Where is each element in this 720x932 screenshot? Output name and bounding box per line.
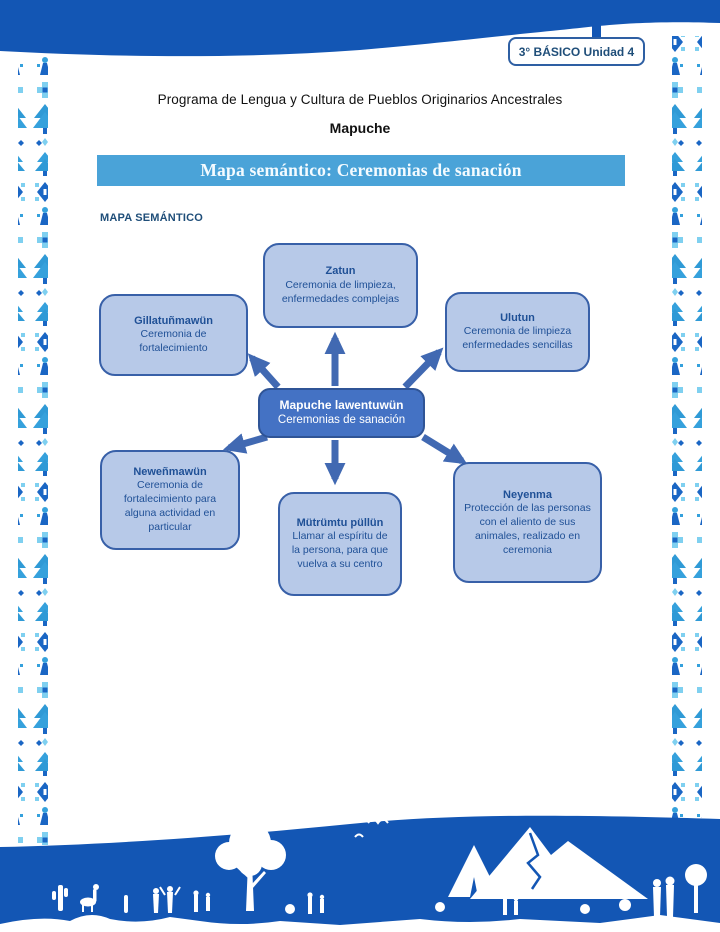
node-body: Ceremonia de fortalecimiento — [139, 328, 208, 355]
landscape-silhouettes — [0, 807, 720, 932]
unit-badge: 3° BÁSICO Unidad 4 — [508, 37, 645, 66]
banner-title: Mapa semántico: Ceremonias de sanación — [200, 160, 522, 180]
center-subtitle: Ceremonias de sanación — [277, 414, 406, 427]
node-title: Zatun — [325, 265, 356, 278]
node-title: Ulutun — [500, 311, 535, 324]
node-title: Neweñmawün — [133, 466, 207, 479]
node-newenmawun: Neweñmawün Ceremonia de fortalecimiento … — [100, 450, 240, 550]
node-zatun: Zatun Ceremonia de limpieza, enfermedade… — [263, 243, 418, 328]
language-title: Mapuche — [329, 120, 391, 136]
arrow-to-newenmawun — [222, 433, 268, 454]
pattern-border-left — [18, 55, 48, 845]
node-mutrumtu-pullun: Mütrümtu püllün Llamar al espíritu de la… — [278, 492, 402, 596]
arrow-to-ulutun — [402, 347, 444, 390]
node-body: Ceremonia de limpieza enfermedades senci… — [462, 325, 573, 352]
node-body: Protección de las personas con el alient… — [464, 501, 591, 556]
node-ulutun: Ulutun Ceremonia de limpieza enfermedade… — [445, 292, 590, 372]
center-title: Mapuche lawentuwün — [279, 398, 404, 413]
pattern-border-right — [672, 36, 702, 818]
arrow-to-gillatunmawun — [247, 353, 281, 390]
unit-badge-label: 3° BÁSICO Unidad 4 — [518, 44, 635, 59]
program-title: Programa de Lengua y Cultura de Pueblos … — [157, 92, 563, 107]
node-body: Ceremonia de fortalecimiento para alguna… — [123, 479, 217, 533]
node-gillatunmawun: Gillatuñmawün Ceremonia de fortalecimien… — [99, 294, 248, 376]
node-title: Gillatuñmawün — [134, 314, 213, 327]
arrow-to-neyenma — [421, 434, 468, 465]
node-body: Llamar al espíritu de la persona, para q… — [291, 530, 389, 571]
node-body: Ceremonia de limpieza, enfermedades comp… — [281, 278, 400, 305]
section-label: MAPA SEMÁNTICO — [100, 212, 204, 224]
node-center: Mapuche lawentuwün Ceremonias de sanació… — [258, 388, 425, 438]
node-title: Mütrümtu püllün — [296, 517, 384, 530]
node-title: Neyenma — [503, 488, 552, 501]
title-banner: Mapa semántico: Ceremonias de sanación — [97, 155, 625, 186]
node-neyenma: Neyenma Protección de las personas con e… — [453, 462, 602, 583]
